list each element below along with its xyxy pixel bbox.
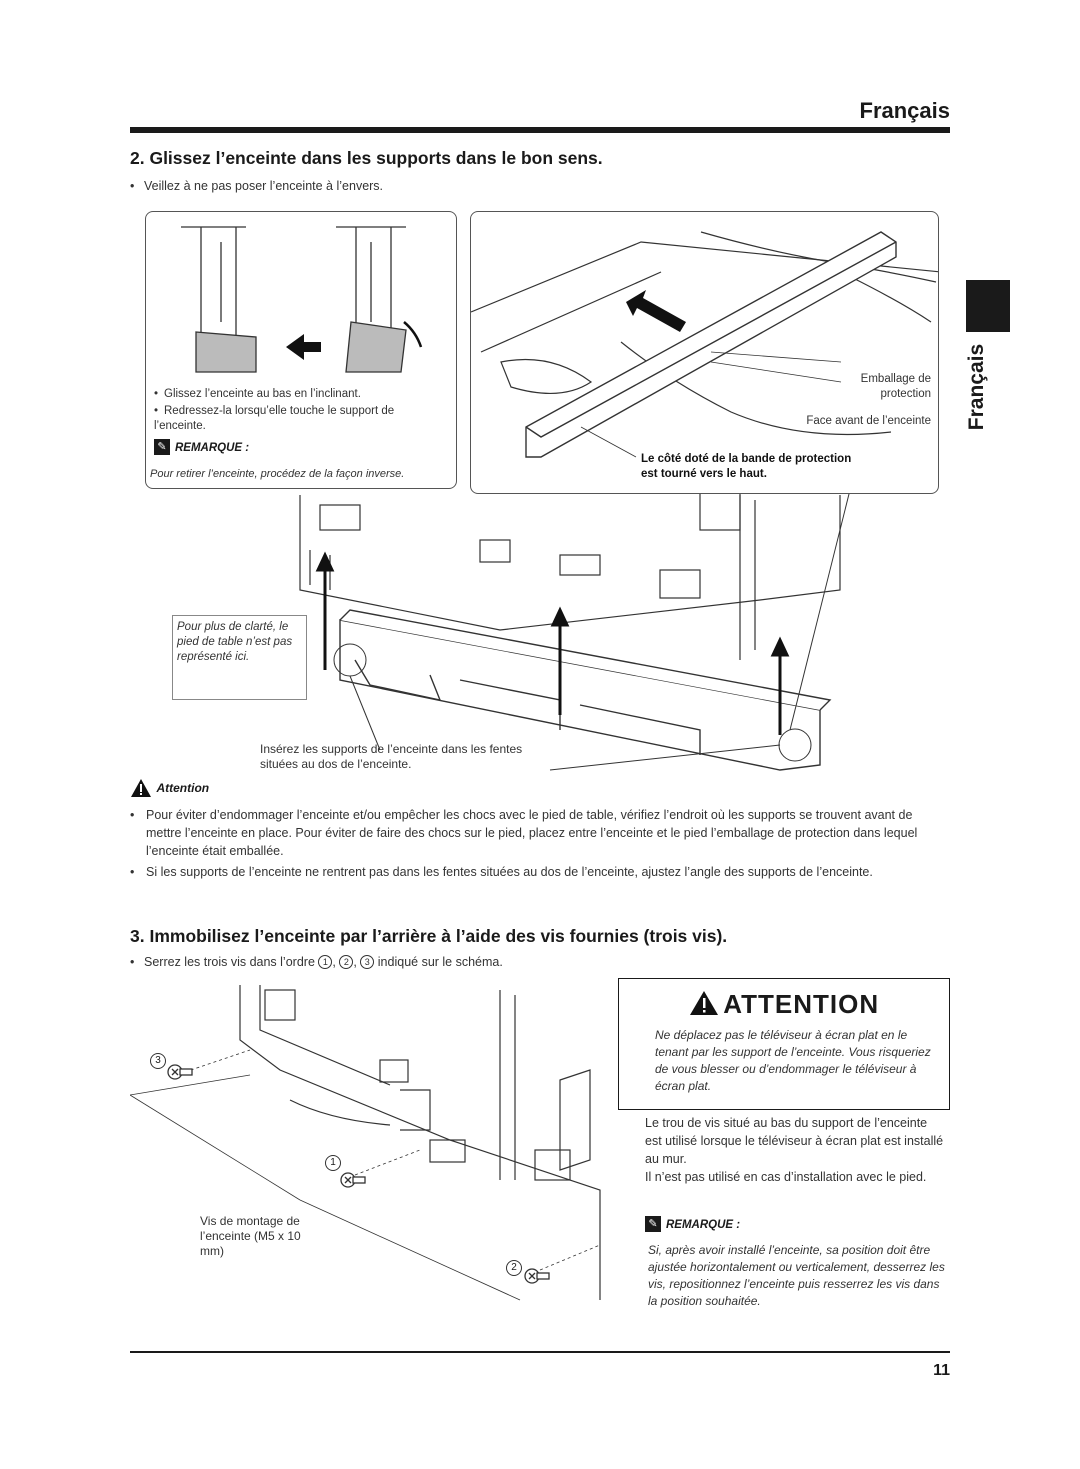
label-speaker-front: Face avant de l’enceinte bbox=[806, 415, 931, 427]
right-remarque-text: Si, après avoir installé l’enceinte, sa … bbox=[648, 1243, 945, 1308]
tilt-detail-panel: •Glissez l’enceinte au bas en l’inclinan… bbox=[145, 211, 457, 489]
clarity-note: Pour plus de clarté, le pied de table n’… bbox=[172, 615, 307, 700]
header-language: Français bbox=[859, 98, 951, 123]
callout-1: 1 bbox=[325, 1155, 341, 1171]
callout-3: 3 bbox=[150, 1053, 166, 1069]
left-remarque-heading: ✎REMARQUE : bbox=[154, 438, 249, 456]
bottom-rule bbox=[130, 1351, 950, 1353]
step3-bullet: •Serrez les trois vis dans l’ordre 1, 2,… bbox=[130, 955, 503, 969]
label-packaging: Emballage de protection bbox=[860, 373, 931, 400]
attention-small-heading: Attention bbox=[130, 778, 209, 798]
wall-mount-paragraph: Le trou de vis situé au bas du support d… bbox=[645, 1116, 944, 1166]
side-tab-language: Français bbox=[952, 343, 1022, 435]
step3-title: 3. Immobilisez l’enceinte par l’arrière … bbox=[130, 926, 728, 946]
order-1-marker: 1 bbox=[318, 955, 333, 969]
screw-label: Vis de montage de l’enceinte (M5 x 10 mm… bbox=[200, 1214, 301, 1258]
side-tab-label: Français bbox=[965, 343, 989, 431]
label-tape-side: Le côté doté de la bande de protection e… bbox=[641, 453, 852, 480]
warning-triangle-large-icon bbox=[689, 991, 718, 1015]
note-pencil-icon: ✎ bbox=[645, 1215, 661, 1232]
step2-title: 2. Glissez l’enceinte dans les supports … bbox=[130, 148, 603, 168]
attention-small-label: Attention bbox=[156, 781, 210, 796]
packaging-detail-panel: Emballage de protection Face avant de l’… bbox=[470, 211, 939, 494]
order-2-marker: 2 bbox=[339, 955, 354, 969]
attention-bullet-1: •Pour éviter d’endommager l’enceinte et/… bbox=[130, 808, 918, 858]
tilt-bullet-1: •Glissez l’enceinte au bas en l’inclinan… bbox=[154, 388, 361, 400]
left-remarque-text: Pour retirer l’enceinte, procédez de la … bbox=[150, 468, 405, 480]
page-number: 11 bbox=[933, 1362, 950, 1379]
packaging-diagram bbox=[471, 231, 938, 458]
tilt-bullet-2: •Redressez-la lorsqu’elle touche le supp… bbox=[154, 405, 395, 432]
screw-illustration bbox=[130, 985, 601, 1301]
side-tab-marker bbox=[966, 280, 1010, 332]
attention-box: ATTENTION Ne déplacez pas le téléviseur … bbox=[618, 978, 950, 1110]
insert-note: Insérez les supports de l’enceinte dans … bbox=[260, 742, 523, 771]
stand-paragraph: Il n’est pas utilisé en cas d’installati… bbox=[645, 1170, 927, 1184]
note-pencil-icon: ✎ bbox=[154, 438, 170, 455]
top-rule bbox=[130, 127, 950, 133]
attention-box-title: ATTENTION bbox=[723, 989, 880, 1019]
tilt-diagram bbox=[181, 226, 423, 373]
step2-bullet: •Veillez à ne pas poser l’enceinte à l’e… bbox=[130, 179, 384, 193]
mounting-illustration bbox=[299, 489, 851, 771]
attention-box-text: Ne déplacez pas le téléviseur à écran pl… bbox=[655, 1028, 931, 1093]
warning-triangle-icon bbox=[131, 779, 151, 797]
right-remarque-heading: ✎REMARQUE : bbox=[645, 1215, 740, 1233]
attention-bullet-2: •Si les supports de l’enceinte ne rentre… bbox=[130, 865, 873, 879]
order-3-marker: 3 bbox=[360, 955, 375, 969]
callout-2: 2 bbox=[506, 1260, 522, 1276]
attention-box-heading: ATTENTION bbox=[619, 989, 949, 1020]
